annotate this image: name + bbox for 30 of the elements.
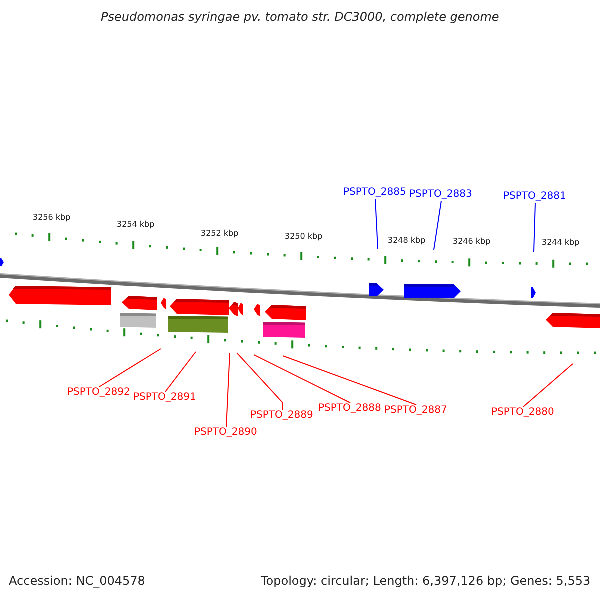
gene-label: PSPTO_2880 <box>492 407 554 419</box>
leader-line <box>375 198 378 250</box>
leader-line <box>434 200 442 250</box>
leader-line <box>254 354 351 404</box>
gene-label: PSPTO_2888 <box>318 403 382 415</box>
gene-label: PSPTO_2887 <box>384 405 448 417</box>
scale-label: 3250 kbp <box>285 232 323 241</box>
scale-label: 3254 kbp <box>117 220 155 229</box>
chart-title: Pseudomonas syringae pv. tomato str. DC3000, complete genome <box>101 10 500 24</box>
leader-line <box>534 202 536 252</box>
gene-label: PSPTO_2892 <box>68 387 130 399</box>
leader-line <box>99 348 162 388</box>
gene-label: PSPTO_2890 <box>194 427 258 439</box>
accession-text: Accession: NC_004578 <box>9 574 146 588</box>
leader-line <box>236 352 284 410</box>
leader-line <box>282 356 417 406</box>
scale-label: 3248 kbp <box>388 236 426 245</box>
scale-label: 3246 kbp <box>453 237 491 246</box>
scale-label: 3252 kbp <box>201 229 239 238</box>
gene-label: PSPTO_2891 <box>134 392 196 404</box>
leader-line <box>226 352 230 428</box>
scale-label: 3256 kbp <box>33 213 71 222</box>
gene-label: PSPTO_2885 <box>344 187 406 199</box>
scale-label: 3244 kbp <box>542 238 580 247</box>
gene-label: PSPTO_2881 <box>504 191 566 203</box>
leader-line <box>165 352 196 392</box>
gene-label: PSPTO_2889 <box>250 410 314 422</box>
topology-text: Topology: circular; Length: 6,397,126 bp; Genes: 5,553 <box>261 574 591 588</box>
gene-label: PSPTO_2883 <box>410 189 472 201</box>
leader-line <box>523 364 574 408</box>
